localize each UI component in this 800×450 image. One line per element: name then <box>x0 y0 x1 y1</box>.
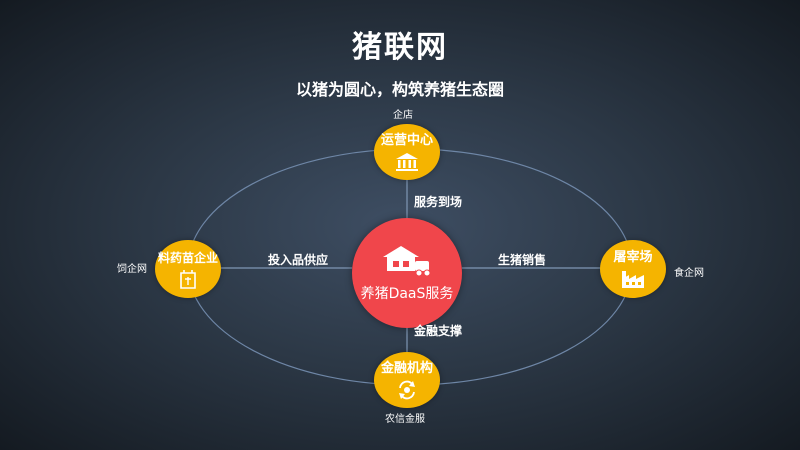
page-subtitle: 以猪为圆心，构筑养猪生态圈 <box>295 80 504 99</box>
node-label-bottom: 金融机构 <box>380 360 433 376</box>
external-label-left: 饲企网 <box>117 264 147 275</box>
edge-label-top: 服务到场 <box>414 195 463 209</box>
node-label-top: 运营中心 <box>380 132 433 148</box>
external-label-top: 企店 <box>393 110 413 121</box>
center-label: 养猪DaaS服务 <box>360 286 454 302</box>
node-slaughterhouse[interactable]: 屠宰场 <box>600 240 666 298</box>
center-service-node[interactable]: 养猪DaaS服务 <box>352 218 462 328</box>
bank-building-icon <box>396 152 418 171</box>
factory-icon <box>622 270 644 288</box>
node-label-left: 料药苗企业 <box>157 250 218 265</box>
feed-bag-icon <box>180 269 196 289</box>
node-financial-institution[interactable]: 金融机构 <box>374 352 440 408</box>
farm-house-truck-icon <box>383 246 431 277</box>
edge-label-right: 生猪销售 <box>498 253 547 267</box>
external-label-right: 食企网 <box>674 268 704 279</box>
page-title: 猪联网 <box>352 30 448 65</box>
node-feed-enterprise[interactable]: 料药苗企业 <box>155 240 221 298</box>
edge-label-left: 投入品供应 <box>268 253 329 267</box>
external-label-bottom: 农信金服 <box>385 414 425 425</box>
edge-label-bottom: 金融支撑 <box>414 324 463 338</box>
node-operation-center[interactable]: 运营中心 <box>374 124 440 180</box>
node-label-right: 屠宰场 <box>613 249 653 265</box>
finance-cycle-icon <box>399 380 415 399</box>
